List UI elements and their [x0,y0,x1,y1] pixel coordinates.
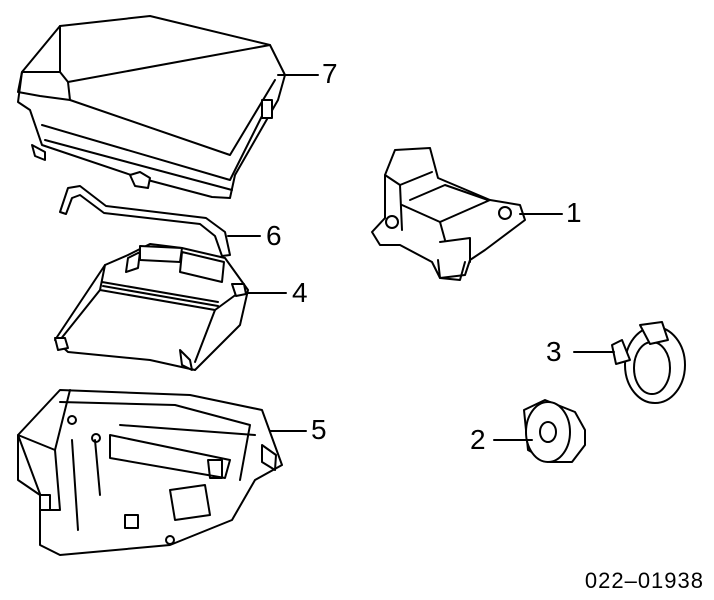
callout-3: 3 [546,336,562,367]
callout-2: 2 [470,424,486,455]
sensor-module-part [371,147,526,281]
control-module-part [54,243,249,371]
callout-4: 4 [292,277,308,308]
lower-housing-part [17,389,283,556]
callout-5: 5 [311,414,327,445]
callout-1: 1 [566,197,582,228]
cover-part [17,15,286,199]
hose-clamp-part [611,321,686,404]
callout-6: 6 [266,220,282,251]
leader-lines [227,74,615,441]
callout-7: 7 [322,58,338,89]
reference-code: 022–01938 [584,568,704,593]
rubber-grommet-part [523,399,586,463]
retaining-bracket-part [59,185,231,257]
